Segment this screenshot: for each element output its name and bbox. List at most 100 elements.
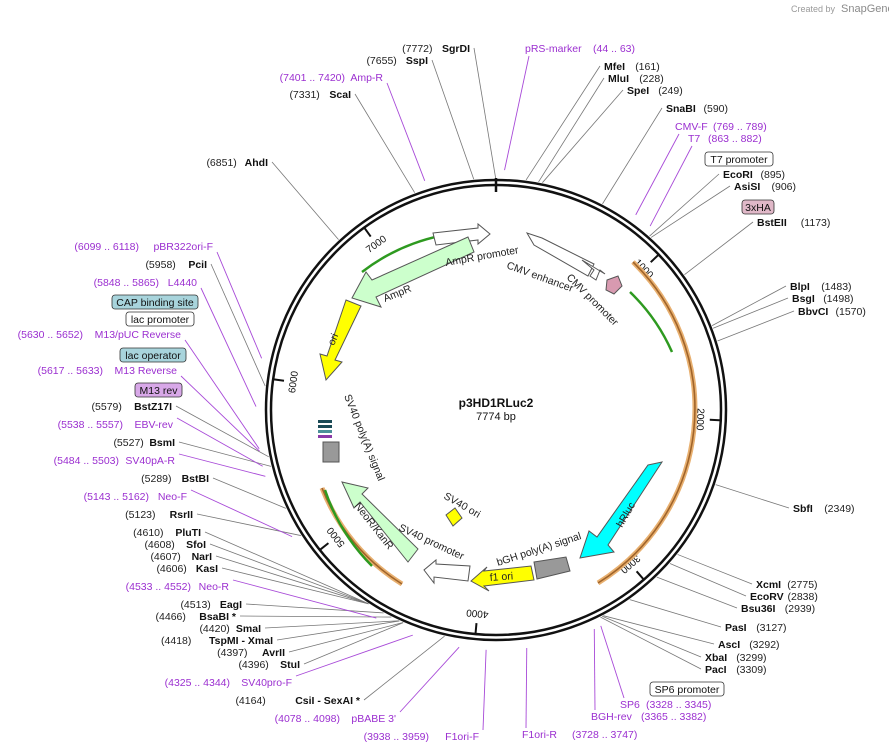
svg-text:Amp-R: Amp-R: [350, 72, 383, 84]
enzyme-site-label[interactable]: AhdI(6851): [206, 157, 268, 169]
enzyme-site-label[interactable]: SnaBI(590): [666, 103, 728, 115]
primer-label[interactable]: F1ori-R(3728 .. 3747): [522, 729, 637, 741]
feature-sv40-ori[interactable]: [445, 507, 463, 527]
enzyme-site-label[interactable]: AvrII(4397): [217, 647, 285, 659]
enzyme-site-label[interactable]: PacI(3309): [705, 664, 767, 676]
feature-cmv-enhancer[interactable]: [525, 232, 595, 277]
enzyme-site-label[interactable]: TspMI - XmaI(4418): [161, 635, 273, 647]
boxed-label[interactable]: SP6 promoter: [649, 681, 725, 697]
primer-label[interactable]: CMV-F(769 .. 789): [675, 121, 767, 133]
credit-prefix: Created by: [791, 4, 836, 14]
primer-label[interactable]: T7(863 .. 882): [688, 133, 762, 145]
boxed-label[interactable]: CAP binding site: [111, 294, 199, 310]
primer-label[interactable]: M13 Reverse(5617 .. 5633): [38, 365, 178, 377]
enzyme-site-label[interactable]: RsrII(5123): [125, 509, 193, 521]
svg-text:(3292): (3292): [749, 639, 779, 651]
svg-text:SspI: SspI: [406, 55, 428, 67]
feature-sv40-promoter[interactable]: [423, 558, 471, 585]
enzyme-site-label[interactable]: XcmI(2775): [756, 579, 818, 591]
primer-label[interactable]: EBV-rev(5538 .. 5557): [58, 419, 174, 431]
boxed-label[interactable]: M13 rev: [134, 382, 183, 398]
primer-label[interactable]: SP6(3328 .. 3345): [620, 699, 711, 711]
primer-label[interactable]: pBR322ori-F(6099 .. 6118): [74, 241, 213, 253]
svg-text:(3309): (3309): [736, 664, 766, 676]
svg-text:L4440: L4440: [168, 277, 197, 289]
enzyme-site-label[interactable]: PluTI(4610): [133, 527, 201, 539]
enzyme-site-label[interactable]: PasI(3127): [725, 622, 787, 634]
orf-arc-left-core: [321, 487, 403, 585]
primer-label[interactable]: pRS-marker(44 .. 63): [525, 43, 635, 55]
enzyme-site-label[interactable]: SfoI(4608): [144, 539, 206, 551]
enzyme-site-label[interactable]: KasI(4606): [156, 563, 218, 575]
feature-ampr-promoter[interactable]: [432, 222, 491, 246]
svg-text:SbfI: SbfI: [793, 503, 813, 515]
enzyme-site-label[interactable]: SmaI(4420): [199, 623, 261, 635]
svg-text:AhdI: AhdI: [245, 157, 268, 169]
primer-label[interactable]: M13/pUC Reverse(5630 .. 5652): [18, 329, 182, 341]
svg-text:M13 Reverse: M13 Reverse: [115, 365, 178, 377]
enzyme-site-label[interactable]: EagI(4513): [180, 599, 242, 611]
enzyme-site-label[interactable]: EcoRV(2838): [750, 591, 818, 603]
enzyme-site-label[interactable]: BstBI(5289): [141, 473, 209, 485]
enzyme-site-label[interactable]: XbaI(3299): [705, 652, 767, 664]
feature-ampr[interactable]: [351, 236, 475, 308]
boxed-label[interactable]: lac promoter: [125, 311, 195, 327]
tick-mark: [650, 253, 661, 263]
primer-label[interactable]: pBABE 3'(4078 .. 4098): [275, 713, 396, 725]
feature-small-marks: [318, 420, 332, 438]
enzyme-site-label[interactable]: SgrDI(7772): [402, 43, 470, 55]
svg-text:BsmI: BsmI: [149, 437, 175, 449]
feature-sv40-polya[interactable]: [322, 441, 340, 463]
primer-label[interactable]: SV40pro-F(4325 .. 4344): [165, 677, 292, 689]
enzyme-site-label[interactable]: SbfI(2349): [793, 503, 855, 515]
enzyme-site-label[interactable]: BstZ17I(5579): [92, 401, 173, 413]
feature-label-f1-ori: f1 ori: [489, 570, 513, 584]
svg-text:(4418): (4418): [161, 635, 191, 647]
boxed-label[interactable]: lac operator: [119, 347, 187, 363]
primer-label[interactable]: Amp-R(7401 .. 7420): [280, 72, 384, 84]
enzyme-site-label[interactable]: MfeI(161): [604, 61, 660, 73]
feature-f1-ori[interactable]: [470, 565, 535, 592]
boxed-label[interactable]: T7 promoter: [704, 151, 774, 167]
svg-text:(1498): (1498): [823, 293, 853, 305]
enzyme-site-label[interactable]: AsiSI(906): [734, 181, 796, 193]
enzyme-site-label[interactable]: EcoRI(895): [723, 169, 785, 181]
enzyme-site-label[interactable]: BsmI(5527): [113, 437, 175, 449]
enzyme-site-label[interactable]: AscI(3292): [718, 639, 780, 651]
enzyme-site-label[interactable]: SpeI(249): [627, 85, 683, 97]
enzyme-site-label[interactable]: BstEII(1173): [757, 217, 830, 229]
svg-text:EcoRV: EcoRV: [750, 591, 784, 603]
svg-text:(161): (161): [635, 61, 660, 73]
enzyme-site-label[interactable]: CsiI - SexAI *(4164): [235, 695, 360, 707]
enzyme-site-label[interactable]: BlpI(1483): [790, 281, 852, 293]
svg-text:KasI: KasI: [196, 563, 218, 575]
primer-label[interactable]: BGH-rev(3365 .. 3382): [591, 711, 706, 723]
feature-bgh-polya[interactable]: [533, 556, 571, 580]
enzyme-site-label[interactable]: StuI(4396): [238, 659, 300, 671]
svg-text:(4396): (4396): [238, 659, 268, 671]
svg-text:(4325 .. 4344): (4325 .. 4344): [165, 677, 230, 689]
enzyme-site-label[interactable]: ScaI(7331): [289, 89, 351, 101]
enzyme-site-label[interactable]: Bsu36I(2939): [741, 603, 815, 615]
boxed-label[interactable]: 3xHA: [741, 199, 775, 215]
enzyme-site-label[interactable]: PciI(5958): [145, 259, 207, 271]
enzyme-site-label[interactable]: BsgI(1498): [792, 293, 854, 305]
enzyme-site-label[interactable]: MluI(228): [608, 73, 664, 85]
svg-text:Bsu36I: Bsu36I: [741, 603, 776, 615]
tick-mark: [318, 542, 330, 552]
feature-neor-kanr[interactable]: [341, 481, 419, 563]
enzyme-site-label[interactable]: BsaBI *(4466): [156, 611, 237, 623]
primer-label[interactable]: L4440(5848 .. 5865): [94, 277, 198, 289]
enzyme-site-label[interactable]: SspI(7655): [366, 55, 428, 67]
feature-ori[interactable]: [319, 299, 362, 382]
feature-cmv-promoter[interactable]: [581, 259, 606, 281]
primer-label[interactable]: SV40pA-R(5484 .. 5503): [54, 455, 176, 467]
feature-hrluc[interactable]: [579, 461, 664, 559]
enzyme-site-label[interactable]: NarI(4607): [150, 551, 212, 563]
primer-label[interactable]: Neo-R(4533 .. 4552): [126, 581, 230, 593]
enzyme-site-label[interactable]: BbvCI(1570): [798, 306, 866, 318]
plasmid-name: p3HD1RLuc2: [459, 396, 534, 410]
primer-label[interactable]: Neo-F(5143 .. 5162): [84, 491, 187, 503]
primer-label[interactable]: F1ori-F(3938 .. 3959): [364, 731, 479, 743]
